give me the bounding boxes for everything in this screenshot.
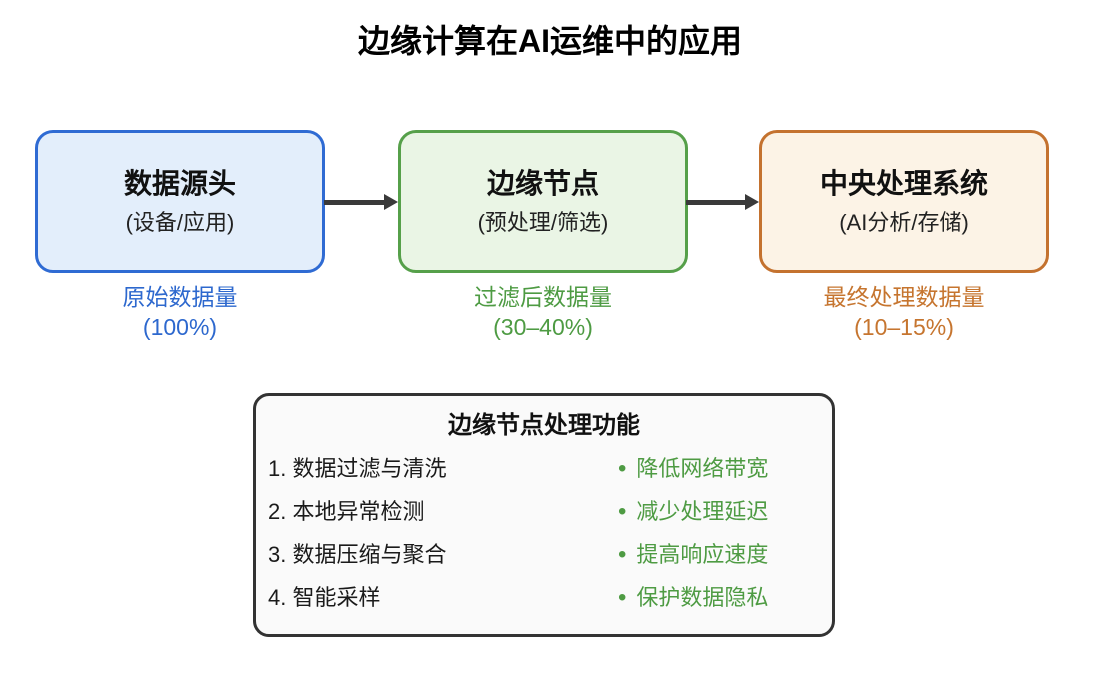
benefit-item-4: • 保护数据隐私 (618, 583, 769, 611)
flow-node-data-source: 数据源头 (设备/应用) (35, 130, 325, 273)
benefit-text-4: 保护数据隐私 (636, 584, 769, 610)
bullet-icon: • (618, 454, 627, 482)
benefit-item-1: • 降低网络带宽 (618, 454, 769, 482)
benefit-item-2: • 减少处理延迟 (618, 497, 769, 525)
arrow-line (686, 199, 745, 205)
page-title: 边缘计算在AI运维中的应用 (357, 23, 742, 59)
flow-node-central: 中央处理系统 (AI分析/存储) (759, 130, 1049, 273)
node-data-source-subtitle: (设备/应用) (125, 210, 235, 236)
flow-arrow-edge-to-central (686, 194, 759, 210)
arrow-line (324, 199, 384, 205)
panel-row: 1. 数据过滤与清洗 • 降低网络带宽 (268, 454, 816, 482)
node-label-edge-line2: (30–40%) (493, 314, 593, 340)
node-label-data-source: 原始数据量 (100%) (35, 282, 325, 342)
node-data-source-title: 数据源头 (123, 167, 236, 199)
panel-title: 边缘节点处理功能 (448, 412, 640, 439)
panel-row: 3. 数据压缩与聚合 • 提高响应速度 (268, 540, 816, 568)
panel-row: 4. 智能采样 • 保护数据隐私 (268, 583, 816, 611)
node-edge-subtitle: (预处理/筛选) (477, 210, 609, 236)
benefit-text-3: 提高响应速度 (636, 541, 769, 567)
node-central-subtitle: (AI分析/存储) (839, 210, 969, 236)
panel-row: 2. 本地异常检测 • 减少处理延迟 (268, 497, 816, 525)
edge-functions-panel: 边缘节点处理功能 1. 数据过滤与清洗 • 降低网络带宽 2. 本地异常检测 •… (253, 393, 835, 637)
node-label-edge-line1: 过滤后数据量 (474, 284, 612, 310)
node-label-data-source-line2: (100%) (142, 314, 218, 340)
node-label-data-source-line1: 原始数据量 (122, 284, 238, 310)
node-label-edge: 过滤后数据量 (30–40%) (398, 282, 688, 342)
node-label-central: 最终处理数据量 (10–15%) (759, 282, 1049, 342)
benefit-text-1: 降低网络带宽 (636, 455, 769, 481)
arrow-head-icon (745, 194, 759, 210)
panel-grid: 1. 数据过滤与清洗 • 降低网络带宽 2. 本地异常检测 • 减少处理延迟 3… (268, 454, 816, 611)
function-item-2: 2. 本地异常检测 (268, 498, 425, 524)
bullet-icon: • (618, 540, 627, 568)
node-label-central-line2: (10–15%) (854, 314, 954, 340)
node-label-central-line1: 最终处理数据量 (823, 284, 985, 310)
function-item-3: 3. 数据压缩与聚合 (268, 541, 447, 567)
bullet-icon: • (618, 497, 627, 525)
benefit-text-2: 减少处理延迟 (636, 498, 769, 524)
bullet-icon: • (618, 583, 627, 611)
function-item-1: 1. 数据过滤与清洗 (268, 455, 447, 481)
benefit-item-3: • 提高响应速度 (618, 540, 769, 568)
node-central-title: 中央处理系统 (819, 167, 988, 199)
function-item-4: 4. 智能采样 (268, 584, 381, 610)
flow-node-edge: 边缘节点 (预处理/筛选) (398, 130, 688, 273)
node-edge-title: 边缘节点 (486, 167, 599, 199)
arrow-head-icon (384, 194, 398, 210)
flow-arrow-source-to-edge (324, 194, 398, 210)
